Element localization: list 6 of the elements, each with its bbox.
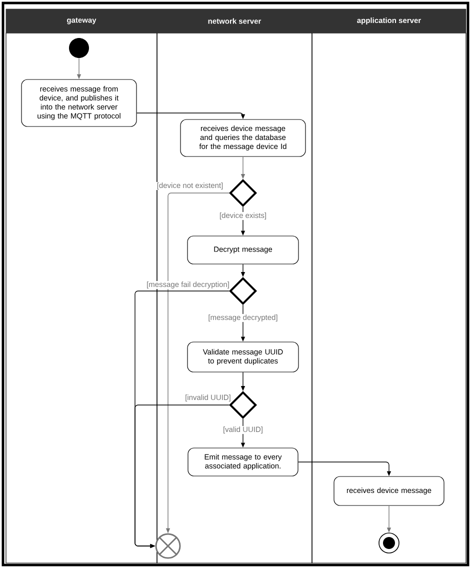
decision-diamond bbox=[229, 391, 257, 419]
decision-diamond bbox=[229, 179, 257, 207]
end-bullseye bbox=[378, 532, 400, 554]
decision-diamond bbox=[229, 277, 257, 305]
flow-final-symbol bbox=[155, 533, 181, 559]
start-dot bbox=[69, 38, 89, 58]
